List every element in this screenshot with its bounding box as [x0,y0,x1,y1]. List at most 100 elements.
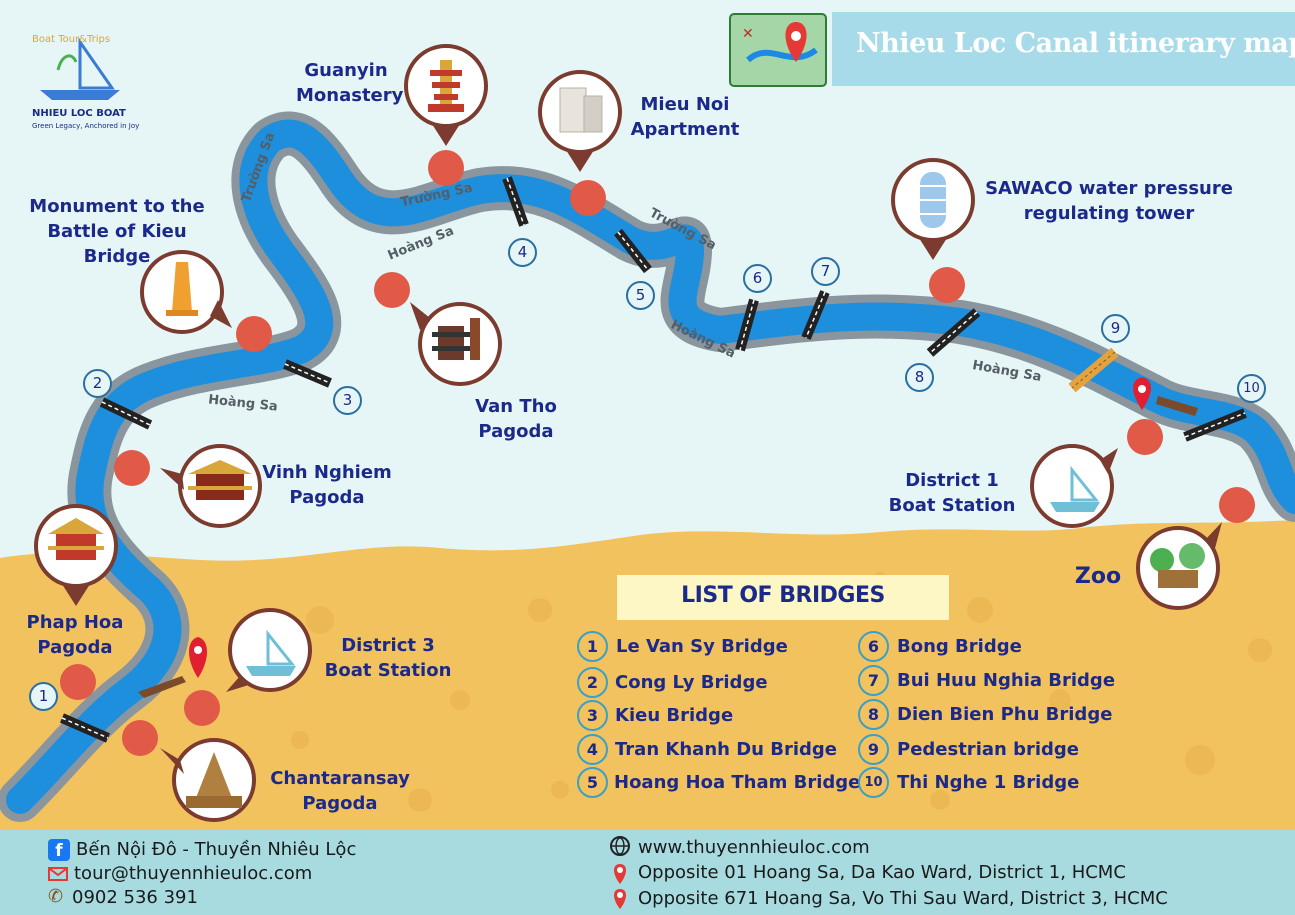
dot-district-1 [1127,419,1163,455]
bridge-marker-6: 6 [743,264,772,293]
footer-email[interactable]: tour@thuyennhieuloc.com [74,863,313,884]
page-title: Nhieu Loc Canal itinerary map [856,28,1295,59]
logo-tagline: Green Legacy, Anchored in Joy [32,122,140,130]
map-icon: ✕ [729,13,827,87]
zoo-icon [1150,543,1205,588]
bridge-marker-4: 4 [508,238,537,267]
callout-district-1 [1030,444,1118,528]
dot-phap-hoa [60,664,96,700]
bridge-list-heading: LIST OF BRIDGES [617,575,949,620]
bridge-list-num-4: 4 [577,734,608,765]
dot-van-tho [374,272,410,308]
bridge-10 [1183,408,1247,442]
bridge-4 [502,176,529,227]
apartment-icon [559,87,603,133]
bridge-2 [99,397,153,430]
bridge-list-num-8: 8 [858,699,889,730]
bridge-list-num-5: 5 [577,767,608,798]
title-bar [832,12,1295,86]
svg-text:✕: ✕ [742,26,754,42]
dot-mieu-noi [570,180,606,216]
pagoda-icon-guanyin [428,60,464,112]
bridge-list-name-10: Thi Nghe 1 Bridge [897,772,1080,793]
boat-district-3 [138,676,186,698]
bridge-list-num-3: 3 [577,700,608,731]
bridge-marker-7: 7 [811,257,840,286]
bridge-list-name-3: Kieu Bridge [615,705,734,726]
bridge-marker-9: 9 [1101,314,1130,343]
boat-district-1 [1156,396,1198,416]
globe-icon [610,836,630,856]
footer-facebook[interactable]: Bến Nội Đô - Thuyền Nhiêu Lộc [76,839,357,860]
dot-monument [236,316,272,352]
label-phap-hoa: Phap Hoa Pagoda [26,612,124,658]
bridge-6 [735,298,759,352]
pagoda-icon-van-tho [432,318,480,360]
bridge-list-name-8: Dien Bien Phu Bridge [897,704,1113,725]
logo-icon [40,37,120,100]
sand-area [0,520,1295,830]
location-pin-icon-address-2 [612,887,628,913]
bridge-list-heading-text: LIST OF BRIDGES [681,583,885,608]
label-chantaransay: Chantaransay Pagoda [270,768,410,814]
footer [0,830,1295,915]
footer-address-2: Opposite 671 Hoang Sa, Vo Thi Sau Ward, … [638,888,1168,909]
sand-texture [291,572,1272,812]
dot-zoo [1219,487,1255,523]
pagoda-icon-phap-hoa [48,518,104,560]
logo-name: NHIEU LOC BOAT [32,108,126,119]
bridge-3 [283,359,332,388]
bridge-8 [926,308,981,357]
bridge-list-name-5: Hoang Hoa Tham Bridge [614,772,861,793]
dot-chantaransay [122,720,158,756]
bridge-1 [60,713,110,743]
bridge-list-name-4: Tran Khanh Du Bridge [615,739,837,760]
boat-logo-icon-district-1 [1050,465,1100,512]
footer-website[interactable]: www.thuyennhieuloc.com [638,837,870,858]
bridge-list-num-2: 2 [577,667,608,698]
phone-icon: ✆ [48,886,64,907]
bridge-5 [614,228,652,274]
label-district-1: District 1 Boat Station [888,470,1016,516]
bridge-7 [801,290,830,340]
pagoda-icon-vinh-nghiem [188,460,252,500]
bridge-list-num-9: 9 [858,734,889,765]
bridge-list-name-2: Cong Ly Bridge [615,672,768,693]
location-pin-icon-address-1 [612,862,628,888]
email-icon [48,867,68,881]
label-guanyin: Guanyin Monastery [296,60,404,106]
monument-icon [166,262,198,316]
dot-sawaco [929,267,965,303]
bridge-marker-3: 3 [333,386,362,415]
bridge-marker-2: 2 [83,369,112,398]
bridge-list-name-7: Bui Huu Nghia Bridge [897,670,1116,691]
bridge-marker-10: 10 [1237,374,1266,403]
bridge-list-num-10: 10 [858,767,889,798]
bridge-list-num-7: 7 [858,665,889,696]
bridges [60,176,1247,743]
bridge-list-name-1: Le Van Sy Bridge [616,636,788,657]
bridge-marker-8: 8 [905,363,934,392]
bridge-list-name-6: Bong Bridge [897,636,1022,657]
label-monument: Monument to the Battle of Kieu Bridge [29,196,205,267]
location-pin-icon-district-3 [189,637,207,678]
label-mieu-noi: Mieu Noi Apartment [630,94,740,140]
bridge-marker-1: 1 [29,682,58,711]
landmark-dots [60,150,1255,756]
bridge-list-name-9: Pedestrian bridge [897,739,1079,760]
water-tower-icon [920,172,946,228]
label-sawaco: SAWACO water pressure regulating tower [985,178,1233,224]
label-van-tho: Van Tho Pagoda [475,396,557,442]
footer-phone[interactable]: 0902 536 391 [72,887,198,908]
dot-district-3 [184,690,220,726]
location-pin-icon-district-1 [1133,377,1151,410]
dot-vinh-nghiem [114,450,150,486]
facebook-icon: f [48,839,70,861]
footer-address-1: Opposite 01 Hoang Sa, Da Kao Ward, Distr… [638,862,1126,883]
label-zoo: Zoo [1074,564,1122,589]
temple-icon-chantaransay [186,752,242,808]
bridge-list-num-1: 1 [577,631,608,662]
dot-guanyin [428,150,464,186]
logo-arc-text: Boat Tour&Trips [32,34,111,45]
